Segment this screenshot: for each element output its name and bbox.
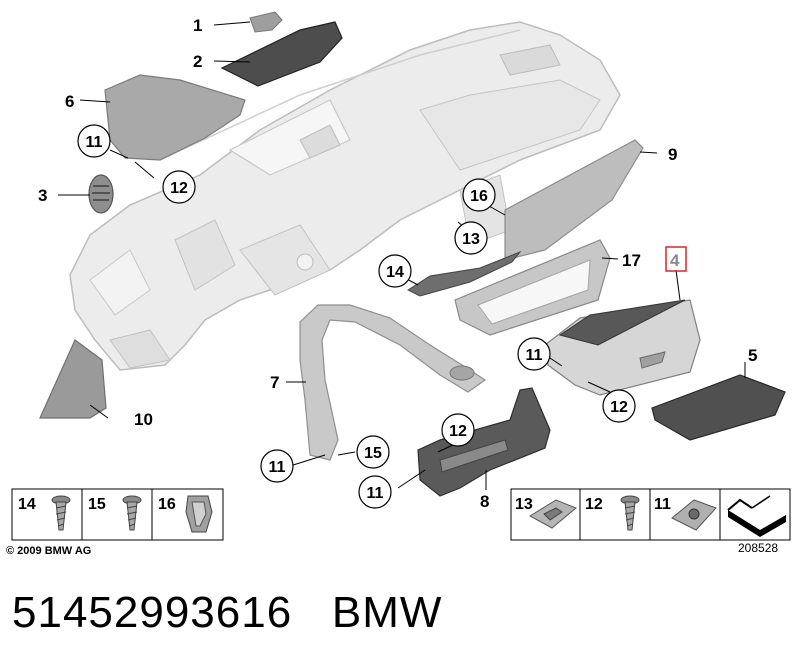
part-10-corner-trim [39,339,107,419]
callout-2: 2 [193,52,202,71]
legend-right-label-2: 11 [654,496,671,513]
diagram-id: 208528 [738,541,778,555]
part-5-mat [651,374,786,441]
callout-5: 5 [748,346,757,365]
callout-11-b: 11 [526,347,543,364]
legend-left-label-0: 14 [18,496,36,513]
callout-12-c: 12 [449,423,467,440]
callout-10: 10 [134,410,153,429]
part-4-glove-box [544,299,701,396]
clip-icon [185,495,213,533]
callout-17: 17 [622,251,641,270]
part-17-display-frame [454,239,611,336]
legend-right-label-0: 13 [515,496,533,513]
part-14-trim-strip [406,250,522,297]
clip-nut-icon [671,499,717,531]
callout-14: 14 [386,264,404,281]
part-7-pillar-trim [299,304,487,461]
legend-left-label-2: 16 [158,496,176,513]
part-6-side-cover [104,74,246,161]
dashboard-carrier [69,21,621,371]
highlight-box [665,246,687,272]
screw-icon [51,495,71,531]
callout-13: 13 [462,231,480,248]
callout-11-a: 11 [86,134,103,151]
callout-1: 1 [193,16,202,35]
part-number: 51452993616 [12,588,293,637]
callout-9: 9 [668,145,677,164]
legend-left-label-1: 15 [88,496,106,513]
callout-11-d: 11 [367,485,384,502]
brand-name: BMW [331,588,443,637]
screw-icon [620,495,640,531]
part-number-caption: 51452993616 BMW [12,588,442,638]
part-8-console-bracket [417,387,551,497]
callout-6: 6 [65,92,74,111]
clip-nut-icon [529,499,577,529]
callout-8: 8 [480,492,489,511]
callout-12-a: 12 [170,180,188,197]
callout-15: 15 [364,445,382,462]
callout-12-b: 12 [610,399,628,416]
part-1-clip [249,11,283,33]
copyright-text: © 2009 BMW AG [6,545,91,557]
callout-3: 3 [38,186,47,205]
circled-callouts [77,124,636,509]
screw-icon [122,495,142,531]
part-2-speaker-grille [220,21,343,87]
legend-right-label-1: 12 [585,496,603,513]
callout-4: 4 [670,251,680,270]
leader-lines [58,21,746,490]
part-3-vent [88,174,114,214]
trim-panel-symbol-icon [727,495,786,537]
callout-11-c: 11 [269,459,286,476]
callout-16: 16 [470,188,488,205]
callout-7: 7 [270,373,279,392]
